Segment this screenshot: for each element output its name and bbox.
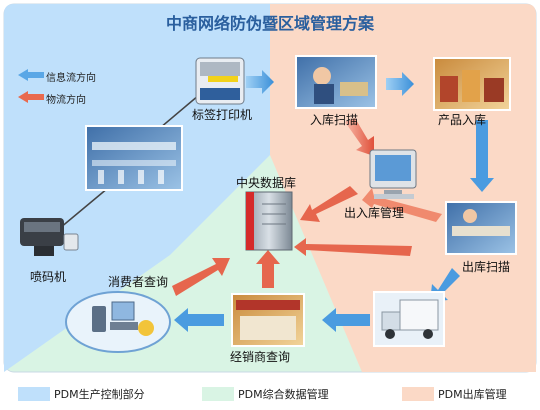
computer-image (369, 149, 417, 199)
production-line-image (85, 125, 183, 191)
arrow-truck-to-dealer (322, 308, 370, 332)
info-flow-legend-arrow (18, 69, 44, 81)
arrow-consumer-to-db (172, 258, 230, 296)
arrow-truck-to-db (294, 238, 412, 256)
node-central-db: 中央数据库 (236, 176, 297, 190)
product-inbound-image (433, 57, 511, 111)
logistics-legend-label: 物流方向 (46, 95, 86, 106)
inbound-scan-image (295, 55, 377, 109)
arrow-dealer-to-consumer (174, 308, 224, 332)
legend-swatch-production (18, 387, 50, 401)
arrow-management-to-db (300, 186, 358, 222)
node-inbound-scan: 入库扫描 (310, 113, 359, 127)
arrow-outbound-to-management (362, 188, 442, 222)
info-flow-arrows (174, 70, 494, 332)
dealer-query-image (231, 293, 305, 347)
node-inout-management: 出入库管理 (344, 206, 405, 220)
outbound-scan-image (445, 201, 517, 255)
node-product-inbound: 产品入库 (438, 113, 487, 127)
legend-swatch-outbound (402, 387, 434, 401)
node-outbound-scan: 出库扫描 (462, 260, 511, 274)
legend-label-data: PDM综合数据管理 (238, 388, 329, 401)
arrow-inbound-to-product (386, 72, 414, 96)
node-consumer-query: 消费者查询 (108, 275, 169, 289)
truck-image (373, 291, 445, 347)
arrow-product-to-outbound (470, 120, 494, 192)
info-flow-legend-label: 信息流方向 (46, 73, 96, 84)
label-printer-image (195, 57, 245, 105)
arrow-inbound-to-management (345, 118, 374, 156)
legend-label-production: PDM生产控制部分 (54, 388, 145, 401)
legend-swatch-data (202, 387, 234, 401)
node-label-printer: 标签打印机 (192, 108, 253, 122)
node-inkjet: 喷码机 (30, 270, 67, 284)
inkjet-machine-image (20, 218, 79, 256)
logistics-arrows (172, 118, 442, 296)
page-title: 中商网络防伪暨区域管理方案 (165, 14, 374, 33)
node-dealer-query: 经销商查询 (230, 350, 291, 364)
database-server-image (245, 191, 293, 251)
line-line-to-inkjet (59, 187, 109, 229)
arrow-dealer-to-db (256, 250, 280, 288)
consumer-query-image (65, 291, 171, 353)
legend-label-outbound: PDM出库管理 (438, 388, 507, 401)
arrow-printer-to-inbound (246, 70, 274, 94)
logistics-legend-arrow (18, 91, 44, 103)
